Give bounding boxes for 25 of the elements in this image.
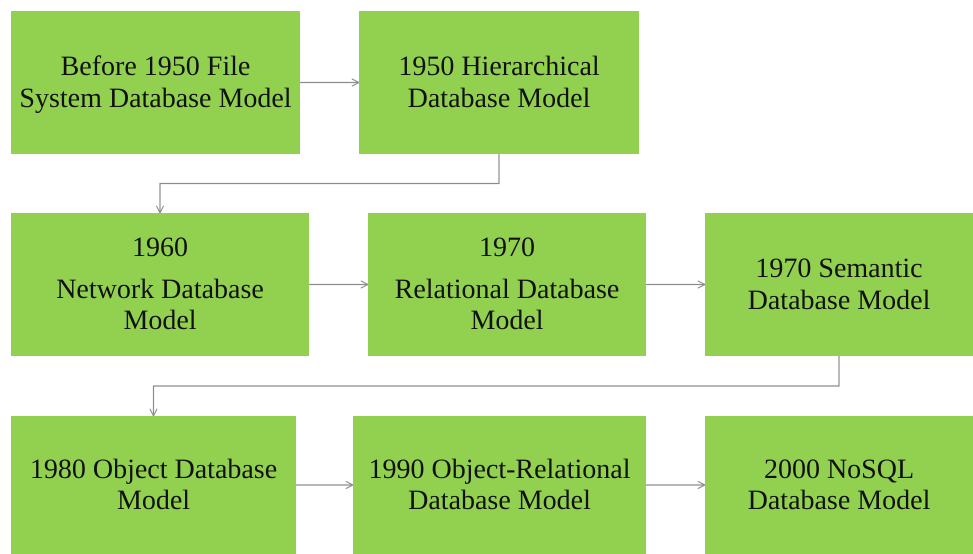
box-label: 1950 Hierarchical Database Model xyxy=(397,51,601,114)
arrow xyxy=(149,356,840,417)
box-label: 2000 NoSQL Database Model xyxy=(746,454,932,516)
box-label: Before 1950 File System Database Model xyxy=(18,51,293,114)
arrow xyxy=(309,280,369,289)
box-label: Network Database Model xyxy=(55,274,265,337)
process-box xyxy=(705,416,973,554)
arrow xyxy=(646,280,706,289)
process-box xyxy=(705,213,973,356)
process-box xyxy=(11,213,309,356)
process-box xyxy=(359,11,639,154)
arrow xyxy=(300,78,360,87)
process-box xyxy=(11,416,296,554)
box-label: 1970 Semantic Database Model xyxy=(746,253,932,316)
box-label: Relational Database Model xyxy=(394,274,620,337)
box-label: 1960 xyxy=(132,232,188,264)
arrow xyxy=(156,154,500,214)
box-label: 1970 xyxy=(479,232,535,264)
arrow xyxy=(646,480,706,490)
process-box xyxy=(368,213,646,356)
process-box xyxy=(11,11,300,154)
arrow xyxy=(296,480,354,490)
process-box xyxy=(353,416,646,554)
box-label: 1980 Object Database Model xyxy=(28,454,278,516)
box-label: 1990 Object-Relational Database Model xyxy=(367,454,632,516)
